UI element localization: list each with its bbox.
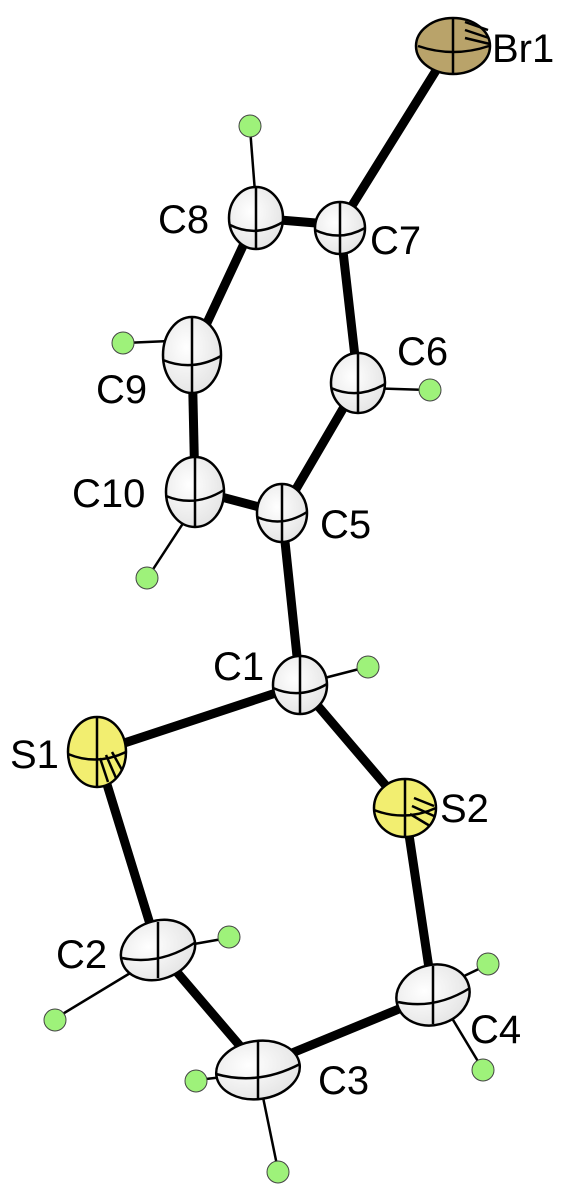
hydrogen-h3b	[266, 1160, 290, 1184]
label-c3: C3	[318, 1059, 369, 1103]
bond-c7-br1	[335, 43, 455, 230]
hydrogen-h4a	[476, 952, 500, 976]
hydrogen-h3a	[184, 1069, 208, 1093]
hydrogen-h1	[356, 655, 380, 679]
label-c5: C5	[320, 503, 371, 547]
bond-c1-s1	[92, 680, 305, 757]
atom-c3	[214, 1039, 302, 1101]
hydrogen-h4b	[471, 1058, 495, 1082]
label-s2: S2	[440, 787, 489, 831]
atom-s2	[372, 777, 438, 839]
hydrogen-h10	[135, 566, 159, 590]
atom-c1	[271, 654, 329, 716]
atom-c9	[161, 315, 223, 395]
atom-br1	[414, 16, 492, 76]
label-c9: C9	[96, 368, 147, 412]
label-c8: C8	[158, 198, 209, 242]
label-c7: C7	[370, 219, 421, 263]
hydrogen-h8	[238, 114, 262, 138]
atom-c4	[395, 963, 471, 1027]
atom-c10	[164, 455, 226, 529]
heavy-atoms	[66, 16, 492, 1101]
atom-s1	[66, 715, 128, 789]
label-c1: C1	[213, 645, 264, 689]
hydrogen-atoms	[43, 114, 500, 1184]
atom-c8	[227, 185, 285, 251]
label-c2: C2	[56, 933, 107, 977]
label-br1: Br1	[492, 27, 554, 71]
label-c6: C6	[397, 330, 448, 374]
atom-c7	[313, 200, 367, 256]
atom-c5	[255, 482, 309, 544]
label-c4: C4	[470, 1008, 521, 1052]
atom-c2	[119, 918, 197, 982]
hydrogen-h6	[418, 378, 442, 402]
hydrogen-h9	[111, 331, 135, 355]
hydrogen-h2a	[217, 925, 241, 949]
atom-c6	[329, 351, 387, 415]
atom-labels: Br1 C1 C2 C3 C4 C5 C6 C7 C8 C9 C10 S1 S2	[10, 27, 554, 1103]
label-s1: S1	[10, 733, 59, 777]
bond-c4-s2	[400, 803, 438, 1000]
label-c10: C10	[72, 472, 145, 516]
hydrogen-h2b	[43, 1008, 67, 1032]
